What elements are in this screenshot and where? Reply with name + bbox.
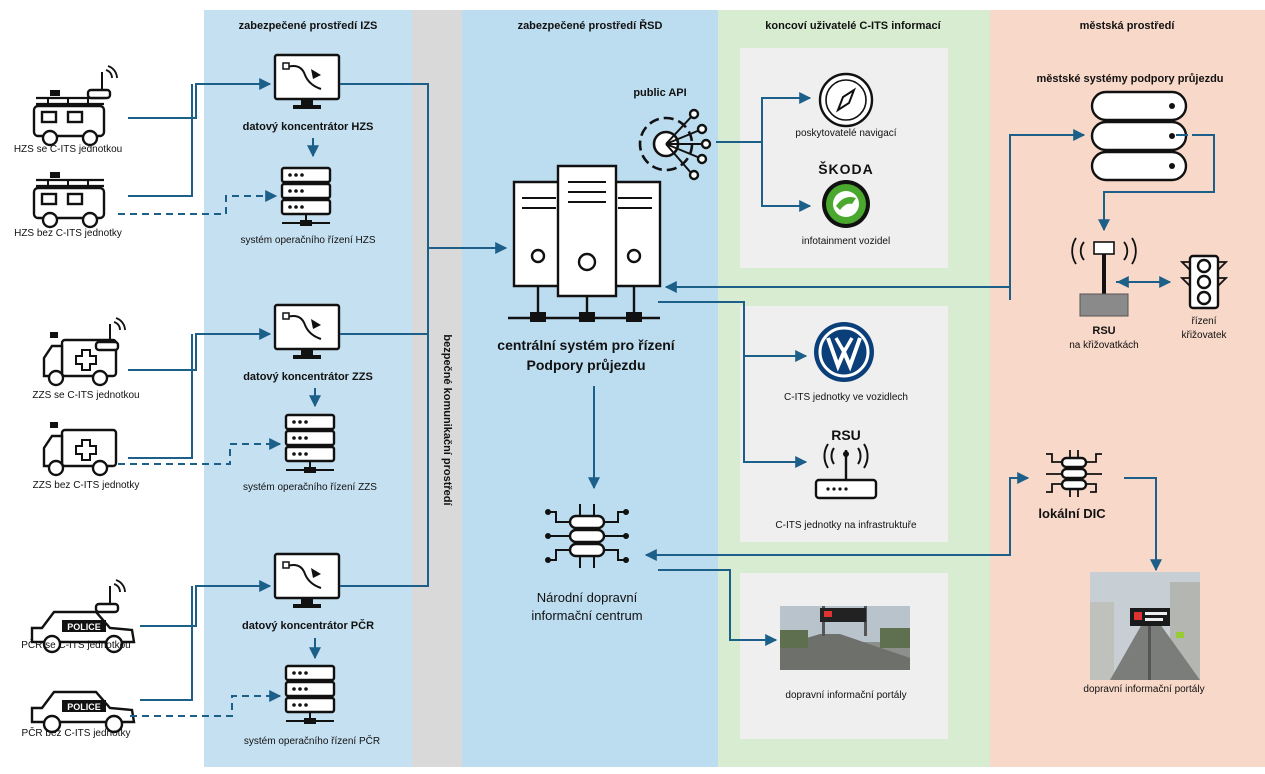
c-its-unit-icon — [86, 65, 118, 100]
ambulance-icon — [42, 422, 118, 477]
zone-comm — [412, 10, 462, 767]
local-dic-icon — [1046, 450, 1102, 497]
vw-units-label: C-ITS jednotky ve vozidlech — [784, 392, 908, 403]
city-portals-label: dopravní informační portály — [1083, 684, 1204, 695]
fire-truck-icon — [32, 172, 106, 229]
junction-label-2: křižovatek — [1181, 330, 1227, 341]
city-rsu-label-1: RSU — [1092, 325, 1115, 337]
police-text: POLICE — [67, 702, 101, 712]
hzs-without-label: HZS bez C-ITS jednotky — [14, 228, 122, 239]
junction-label-1: řízení — [1191, 316, 1216, 327]
comm-bus — [340, 83, 508, 587]
server-rack-icon — [284, 664, 336, 724]
zone-rsd-title: zabezpečené prostředí ŘSD — [518, 19, 663, 32]
server-rack-icon — [280, 166, 332, 226]
zone-comm-title: bezpečné komunikační prostředí — [441, 334, 453, 506]
traffic-light-icon — [1179, 254, 1229, 310]
ops-zzs-label: systém operačního řízení ZZS — [243, 482, 377, 493]
police-car-icon: POLICE — [30, 690, 136, 734]
zone-city-title: městská prostředí — [1080, 20, 1176, 32]
router-icon — [814, 443, 878, 500]
city-street-photo — [1090, 572, 1200, 680]
rsu-antenna-icon — [1071, 237, 1137, 317]
ambulance-icon — [42, 332, 118, 387]
monitor-icon — [273, 53, 341, 109]
infotainment-label: infotainment vozidel — [802, 236, 890, 247]
skoda-logo-text: ŠKODA — [818, 160, 874, 177]
ops-pcr-label: systém operačního řízení PČR — [244, 734, 380, 747]
server-rack-icon — [284, 413, 336, 473]
ndic-label-1: Národní dopravní — [537, 590, 638, 605]
city-rsu-label-2: na křižovatkách — [1069, 340, 1138, 351]
public-api-label: public API — [633, 87, 686, 99]
rsu-title: RSU — [831, 427, 861, 443]
zone-izs — [204, 10, 412, 767]
zzs-without-label: ZZS bez C-ITS jednotky — [33, 480, 140, 491]
zzs-with-label: ZZS se C-ITS jednotkou — [32, 390, 139, 401]
hzs-with-label: HZS se C-ITS jednotkou — [14, 144, 122, 155]
police-car-icon: POLICE — [30, 610, 136, 654]
compass-icon — [818, 72, 874, 128]
ops-hzs-label: systém operačního řízení HZS — [240, 235, 375, 246]
concentrator-hzs-label: datový koncentrátor HZS — [243, 121, 374, 133]
pcr-with-label: PČR se C-ITS jednotkou — [21, 638, 131, 651]
infra-units-label: C-ITS jednotky na infrastruktuře — [775, 520, 917, 531]
vw-logo-icon — [814, 322, 874, 382]
zone-rsd — [462, 10, 718, 767]
rsd-links — [588, 92, 1086, 646]
central-system-label-2: Podpory průjezdu — [527, 357, 646, 373]
portals-label: dopravní informační portály — [785, 690, 906, 701]
data-hub-icon — [545, 504, 629, 568]
c-its-unit-icon — [94, 317, 126, 352]
pcr-without-label: PČR bez C-ITS jednotky — [22, 726, 131, 739]
vehicle-links — [118, 78, 321, 717]
ndic-label-2: informační centrum — [531, 608, 642, 623]
database-icon — [1090, 90, 1188, 182]
city-links — [1098, 134, 1215, 572]
local-dic-label: lokální DIC — [1038, 506, 1106, 521]
highway-photo — [780, 606, 910, 670]
c-its-unit-icon — [94, 579, 126, 614]
monitor-icon — [273, 303, 341, 359]
fire-truck-icon — [32, 90, 106, 147]
city-systems-label: městské systémy podpory průjezdu — [1036, 73, 1223, 85]
concentrator-pcr-label: datový koncentrátor PČR — [242, 619, 374, 632]
skoda-logo-icon — [822, 180, 870, 228]
zone-izs-title: zabezpečené prostředí IZS — [239, 20, 378, 32]
api-gear-icon — [638, 108, 712, 181]
zone-users-title: koncoví uživatelé C-ITS informací — [765, 20, 941, 32]
police-text: POLICE — [67, 622, 101, 632]
concentrator-zzs-label: datový koncentrátor ZZS — [243, 371, 373, 383]
central-system-label-1: centrální systém pro řízení — [497, 337, 676, 353]
monitor-icon — [273, 552, 341, 608]
nav-providers-label: poskytovatelé navigací — [795, 128, 896, 139]
central-server-icon — [508, 164, 662, 322]
